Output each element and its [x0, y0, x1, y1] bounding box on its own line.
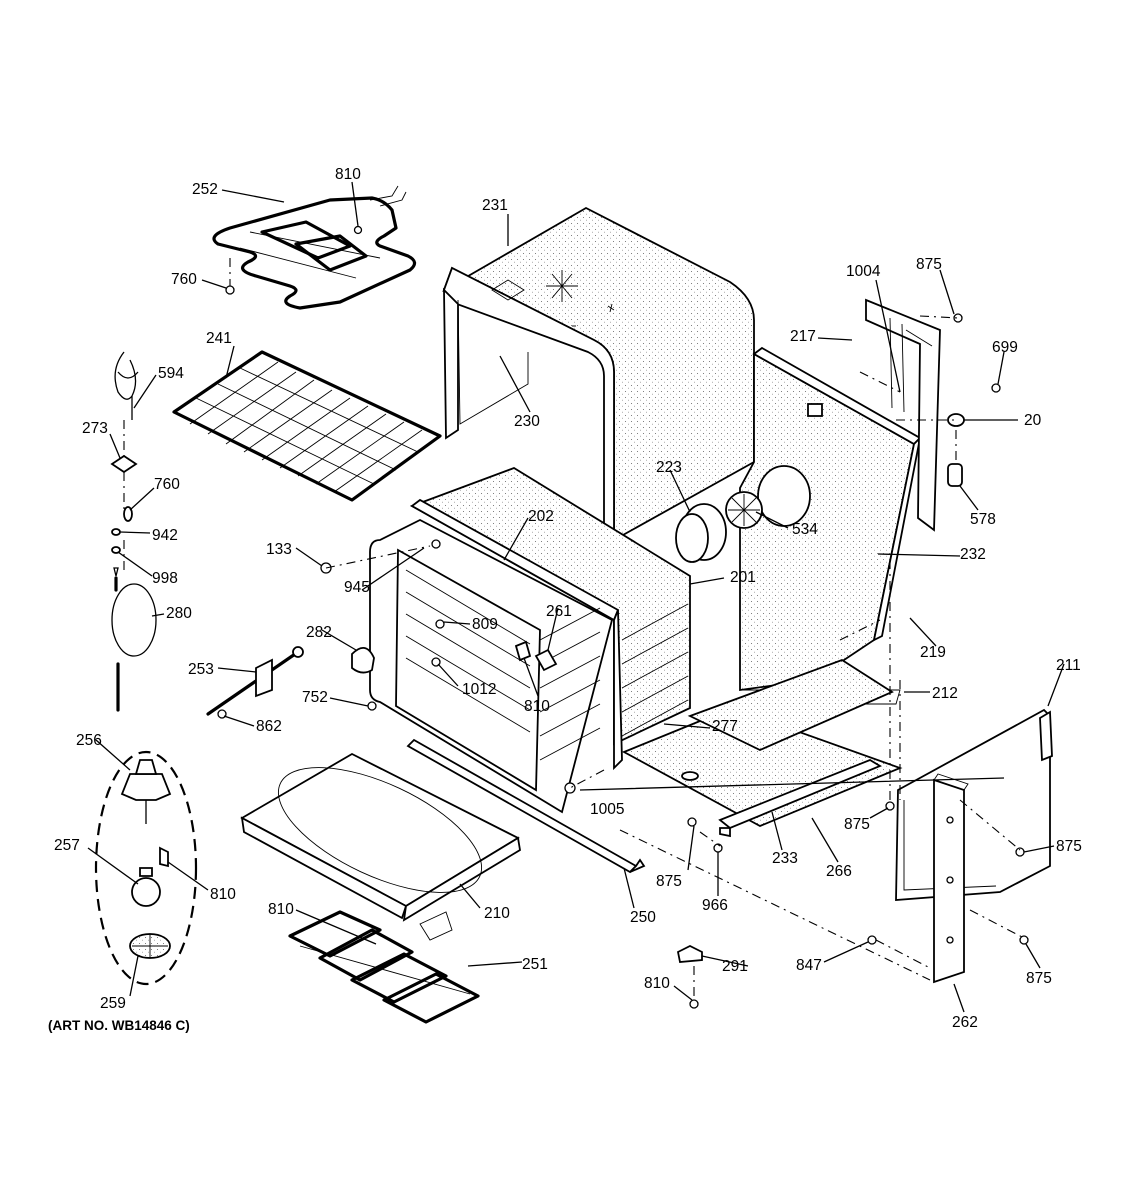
label-594: 594 [158, 365, 184, 382]
label-259: 259 [100, 995, 126, 1012]
label-262: 262 [952, 1014, 978, 1031]
label-282: 282 [306, 624, 332, 641]
front-bracket-262 [933, 773, 969, 984]
label-998: 998 [152, 570, 178, 587]
bottom-pan [240, 752, 521, 922]
label-202: 202 [528, 508, 554, 525]
label-251: 251 [522, 956, 548, 973]
temperature-sensor-assembly [110, 351, 157, 712]
trim-bar [406, 738, 646, 874]
screw-1005 [564, 782, 576, 794]
label-534: 534 [792, 521, 818, 538]
screw-752 [367, 701, 377, 711]
convection-fan [675, 491, 763, 563]
label-266: 266 [826, 863, 852, 880]
label-256: 256 [76, 732, 102, 749]
label-219: 219 [920, 644, 946, 661]
label-752: 752 [302, 689, 328, 706]
label-760: 760 [171, 271, 197, 288]
screw-875-bottom [1019, 935, 1029, 945]
label-810: 810 [644, 975, 670, 992]
bake-element [288, 910, 480, 1024]
screw-875-top [953, 313, 963, 323]
screw-809 [435, 619, 445, 629]
plug-810 [514, 640, 532, 662]
label-233: 233 [772, 850, 798, 867]
oven-rack [172, 350, 442, 502]
rod-bracket-253 [206, 646, 304, 716]
clip-20 [947, 413, 965, 427]
label-809: 809 [472, 616, 498, 633]
screw-847 [867, 935, 877, 945]
screw-875-right [1015, 847, 1025, 857]
label-261: 261 [546, 603, 572, 620]
label-945: 945 [344, 579, 370, 596]
side-panel-211 [895, 708, 1053, 901]
knob-282 [351, 647, 375, 674]
label-232: 232 [960, 546, 986, 563]
label-280: 280 [166, 605, 192, 622]
screw-875-lower [687, 817, 697, 827]
label-810: 810 [210, 886, 236, 903]
label-810: 810 [268, 901, 294, 918]
label-253: 253 [188, 661, 214, 678]
label-257: 257 [54, 837, 80, 854]
screw-699 [991, 383, 1001, 393]
label-291: 291 [722, 958, 748, 975]
art-number: (ART NO. WB14846 C) [48, 1018, 190, 1033]
label-1012: 1012 [462, 681, 496, 698]
label-210: 210 [484, 905, 510, 922]
oven-back-panel [739, 346, 922, 705]
top-cover-wrap [442, 206, 755, 542]
label-250: 250 [630, 909, 656, 926]
label-862: 862 [256, 718, 282, 735]
label-211: 211 [1056, 657, 1081, 674]
bottom-panels [621, 659, 903, 838]
label-252: 252 [192, 181, 218, 198]
label-230: 230 [514, 413, 540, 430]
screw-810-bottom [689, 999, 699, 1009]
label-875: 875 [1026, 970, 1052, 987]
clip-291 [676, 944, 703, 963]
label-810: 810 [335, 166, 361, 183]
label-875: 875 [656, 873, 682, 890]
label-217: 217 [790, 328, 816, 345]
screw-810 [353, 225, 363, 235]
label-277: 277 [712, 718, 738, 735]
label-201: 201 [730, 569, 756, 586]
label-133: 133 [266, 541, 292, 558]
oven-cavity [369, 467, 691, 814]
label-578: 578 [970, 511, 996, 528]
part-578 [947, 463, 963, 487]
label-273: 273 [82, 420, 108, 437]
label-20: 20 [1024, 412, 1042, 429]
label-699: 699 [992, 339, 1018, 356]
label-810: 810 [524, 698, 550, 715]
lamp-261 [534, 648, 558, 672]
label-212: 212 [932, 685, 958, 702]
broil-element [212, 185, 417, 310]
label-231: 231 [482, 197, 508, 214]
label-875: 875 [916, 256, 942, 273]
label-875: 875 [844, 816, 870, 833]
label-847: 847 [796, 957, 822, 974]
label-1005: 1005 [590, 801, 624, 818]
label-223: 223 [656, 459, 682, 476]
screw-760 [225, 285, 235, 295]
oven-light-assembly [94, 750, 198, 986]
label-942: 942 [152, 527, 178, 544]
screw-945 [431, 539, 441, 549]
side-bracket-217 [865, 298, 941, 532]
label-1004: 1004 [846, 263, 881, 280]
label-760: 760 [154, 476, 180, 493]
label-966: 966 [702, 897, 728, 914]
label-875: 875 [1056, 838, 1082, 855]
label-241: 241 [206, 330, 232, 347]
